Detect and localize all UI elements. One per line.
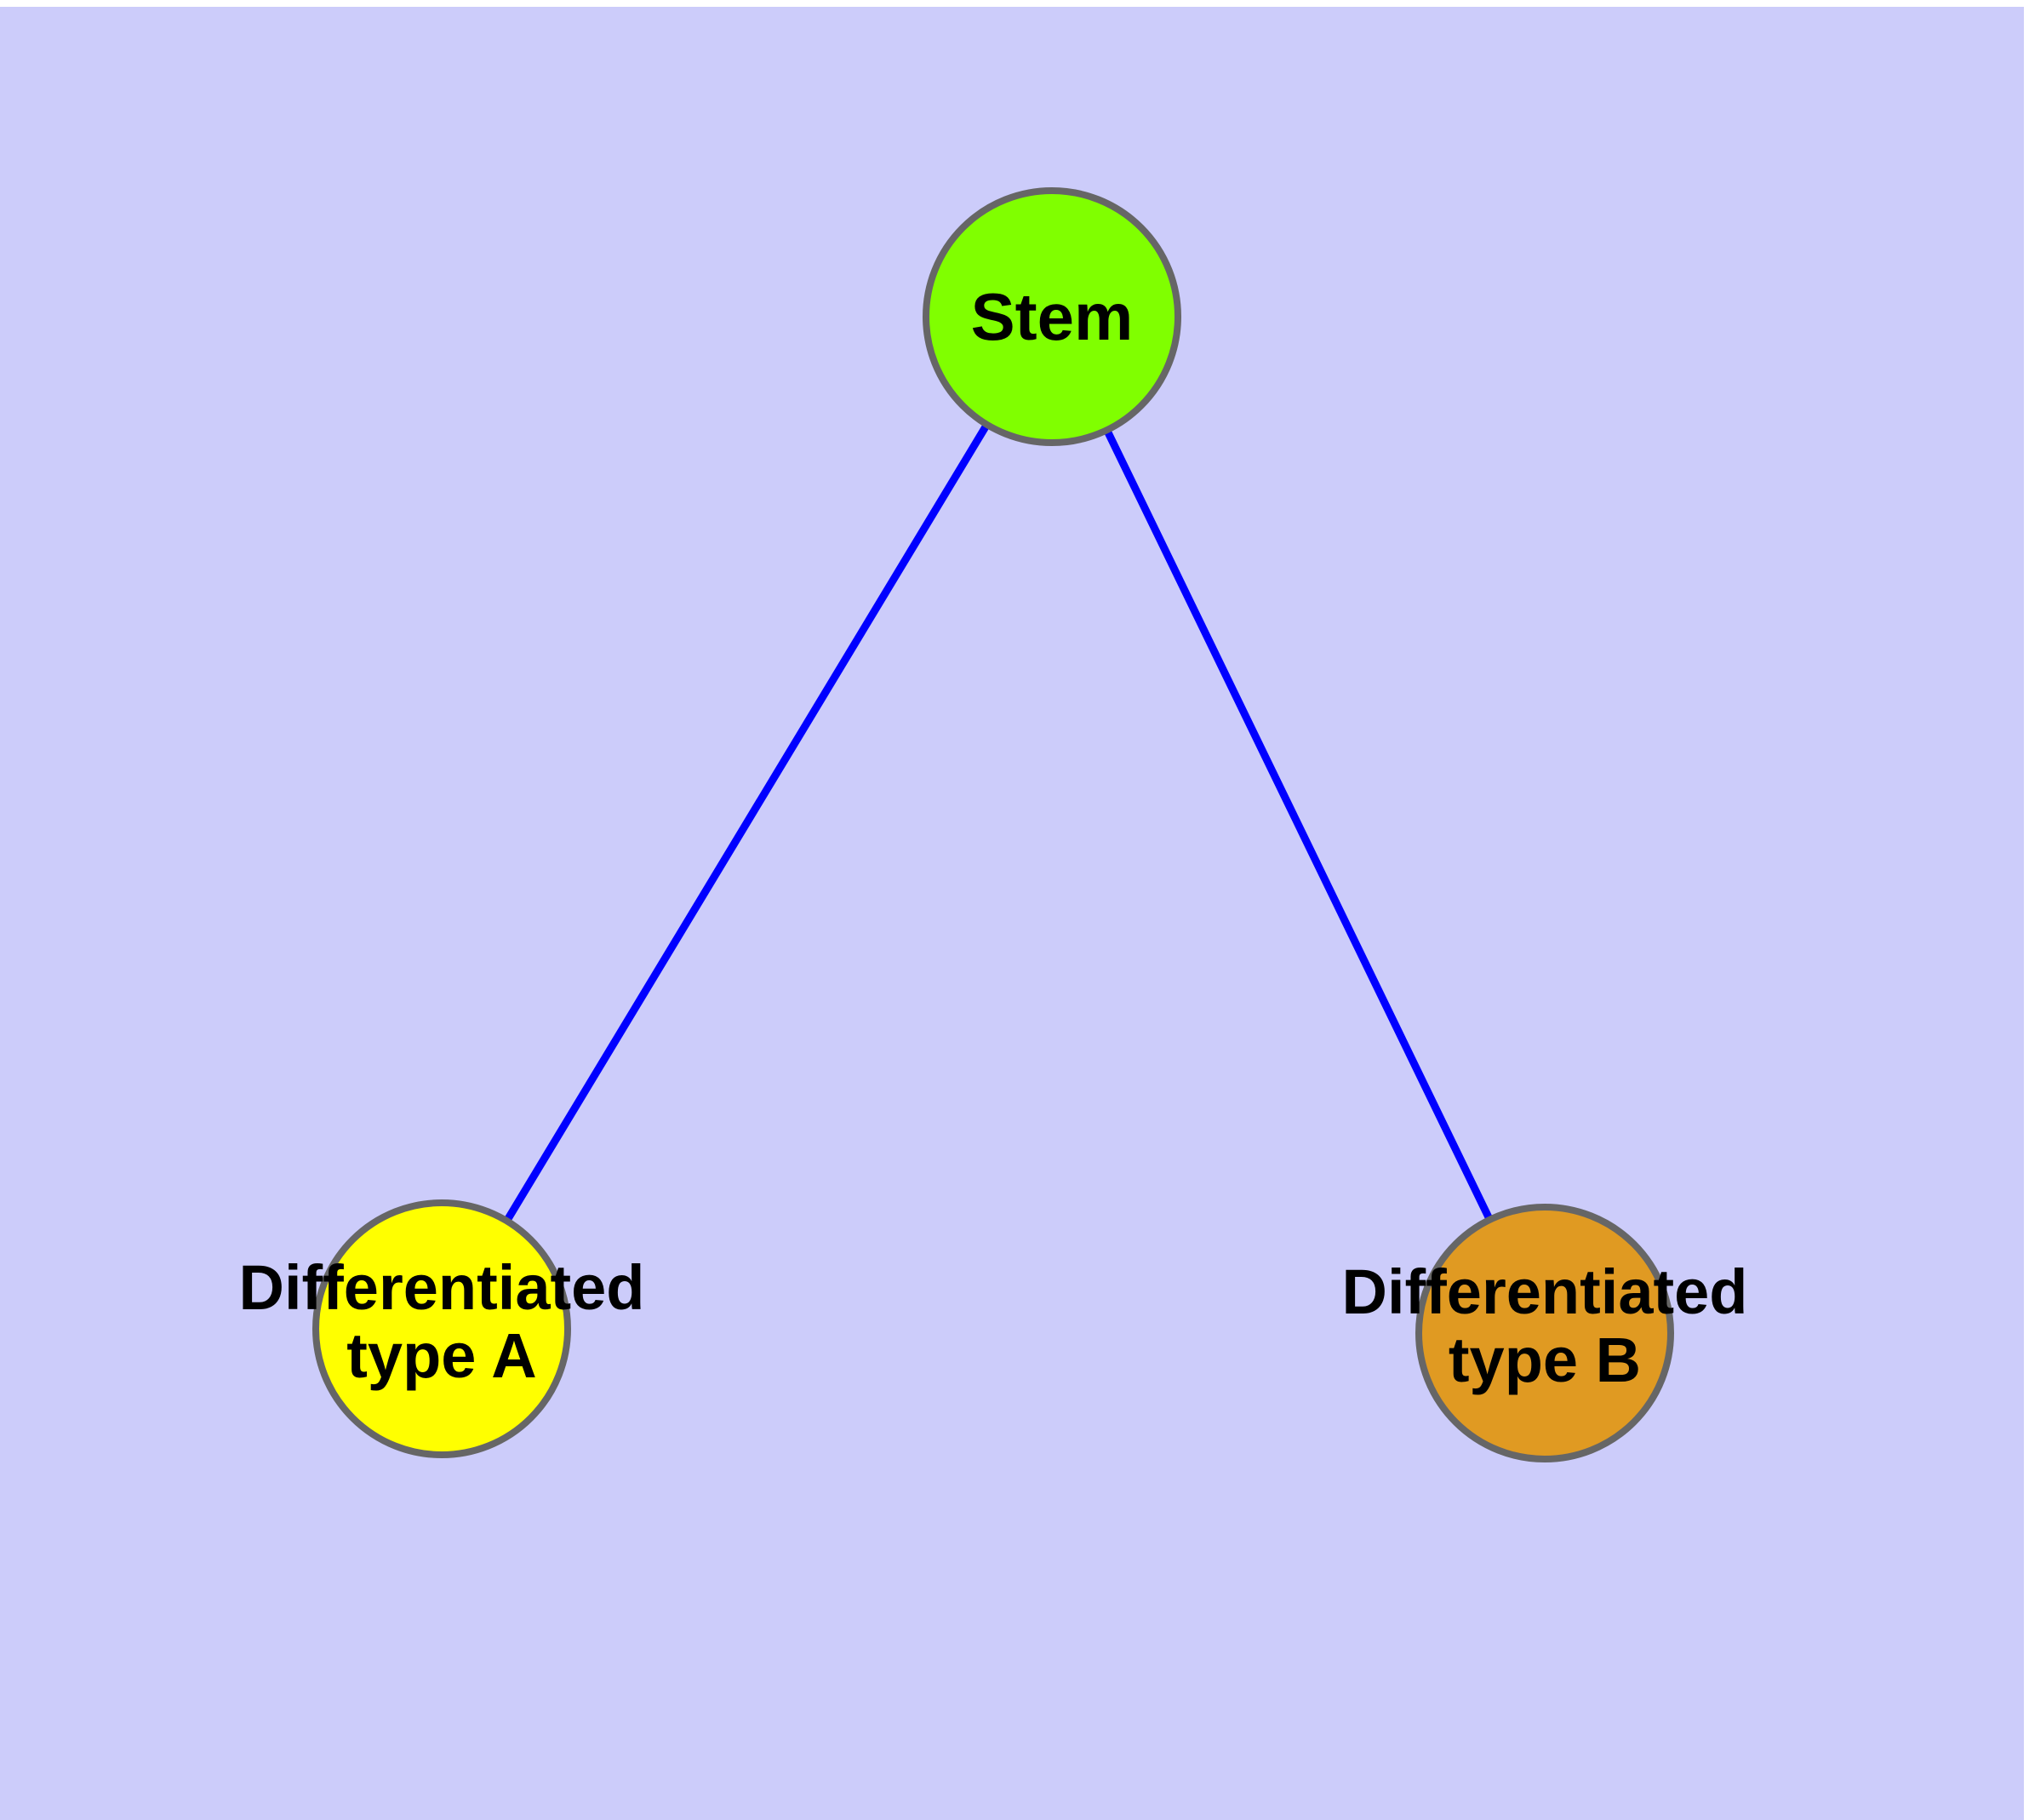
node-type-a[interactable] (312, 1199, 571, 1458)
edge-stem-to-type-b[interactable] (1100, 423, 1496, 1227)
edge-layer (500, 418, 1496, 1228)
node-layer (312, 187, 1674, 1462)
graph-svg (312, 187, 1674, 1462)
diagram-canvas: Stem Differentiated type A Differentiate… (0, 7, 2024, 1820)
node-type-b[interactable] (1415, 1204, 1674, 1462)
edge-stem-to-type-a[interactable] (500, 418, 993, 1228)
node-stem[interactable] (923, 187, 1181, 446)
